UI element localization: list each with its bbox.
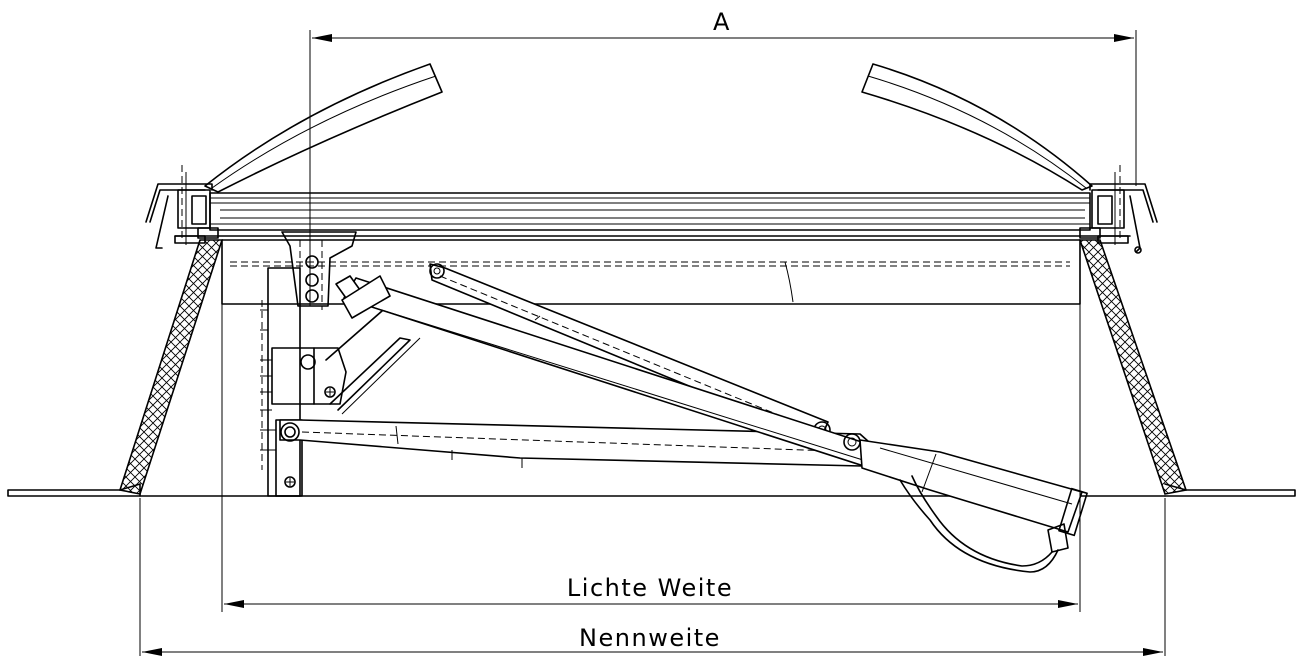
mounting-bracket — [260, 231, 421, 497]
dimension-lichte-weite-label: Lichte Weite — [567, 574, 733, 602]
upstand-left — [118, 239, 224, 495]
roof-line — [7, 483, 1296, 497]
left-edge-profile — [145, 165, 219, 249]
actuator — [335, 275, 1088, 573]
frame-profile — [174, 192, 1131, 237]
dimension-nennweite: Nennweite — [142, 624, 1163, 656]
right-edge-profile — [1079, 165, 1158, 254]
upstand-right — [1078, 239, 1188, 495]
dimension-a: A — [312, 8, 1134, 42]
dimension-a-label: A — [713, 8, 731, 36]
dimension-lichte-weite: Lichte Weite — [224, 574, 1078, 608]
dome-right-half — [861, 63, 1093, 191]
dome-left-half — [204, 63, 443, 193]
curb-frame — [221, 239, 1081, 305]
dimension-nennweite-label: Nennweite — [579, 624, 721, 652]
extension-lines — [139, 30, 1166, 656]
